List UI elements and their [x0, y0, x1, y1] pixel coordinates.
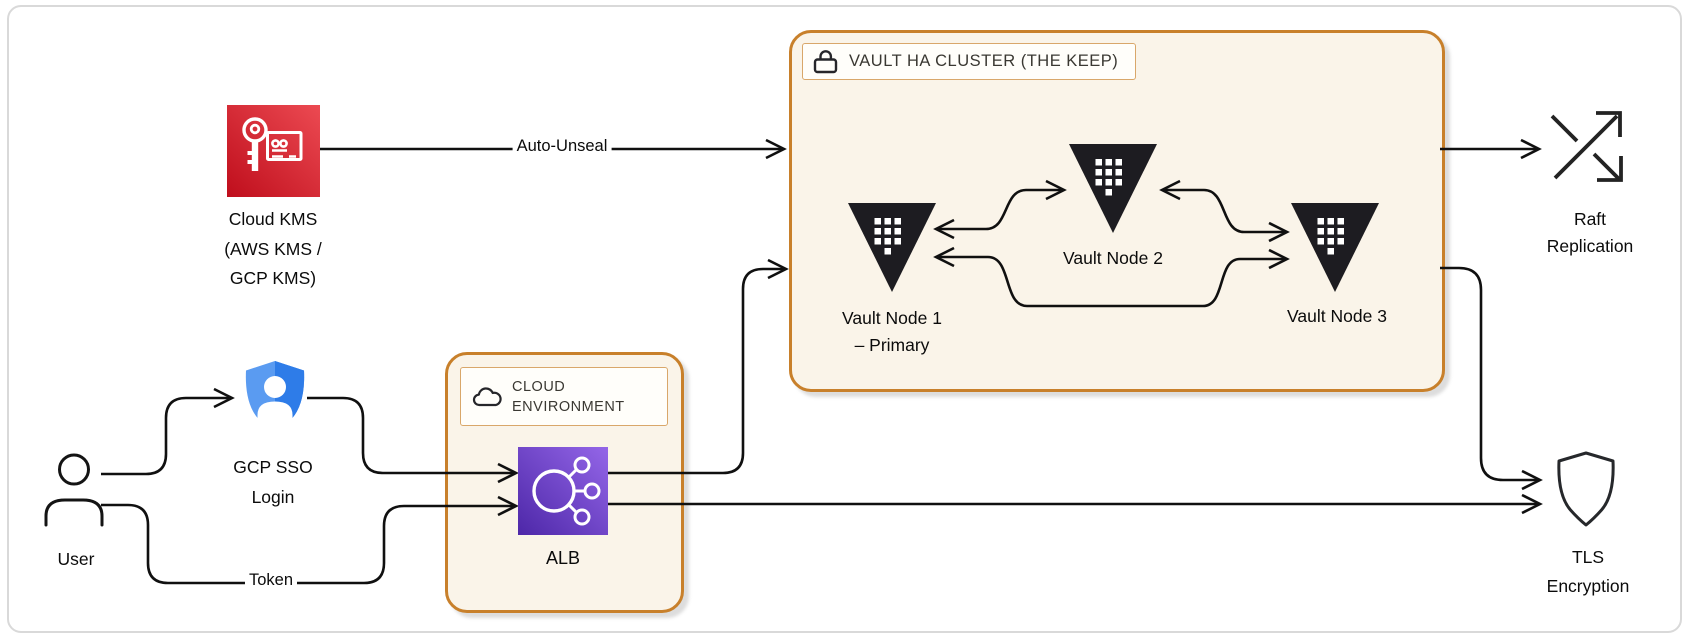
- vault-triangle-icon: [1291, 203, 1379, 292]
- user-label: User: [57, 549, 95, 569]
- edge-cluster-tls: [1440, 266, 1543, 491]
- edge-node2-node3: [1159, 179, 1290, 243]
- cloud-environment-title: CLOUD ENVIRONMENT: [512, 378, 625, 415]
- vault-cluster-title-box: VAULT HA CLUSTER (THE KEEP): [802, 43, 1136, 80]
- vault-node2-label: Vault Node 2: [1063, 248, 1163, 268]
- vault-triangle-icon: [848, 203, 936, 292]
- alb-label: ALB: [545, 548, 581, 568]
- edge-sso-alb: [307, 396, 519, 484]
- sso-shield-icon: [245, 361, 305, 433]
- token-label: Token: [244, 571, 298, 590]
- lock-icon: [813, 50, 838, 74]
- cloud-environment-title-box: CLOUD ENVIRONMENT: [460, 367, 668, 426]
- vault-triangle-icon: [1069, 144, 1157, 233]
- vault-node1-label: Vault Node 1– Primary: [842, 308, 942, 355]
- shield-outline-icon: [1557, 451, 1615, 527]
- vault-cluster-title: VAULT HA CLUSTER (THE KEEP): [849, 52, 1119, 70]
- user-icon: [44, 453, 104, 527]
- kms-key-icon: [227, 105, 320, 197]
- crossing-arrows-icon: [1550, 111, 1623, 182]
- cloud-icon: [472, 386, 502, 406]
- vault-node3-label: Vault Node 3: [1287, 306, 1387, 326]
- edge-node1-node2: [933, 179, 1067, 240]
- edge-node1-node3: [933, 246, 1290, 308]
- auto-unseal-label: Auto-Unseal: [512, 137, 612, 156]
- edge-alb-cluster: [608, 258, 789, 475]
- load-balancer-icon: [518, 447, 608, 535]
- edge-user-token-alb: [101, 495, 519, 585]
- edge-user-sso: [101, 387, 235, 476]
- cloud-kms-label: Cloud KMS(AWS KMS /GCP KMS): [224, 209, 322, 288]
